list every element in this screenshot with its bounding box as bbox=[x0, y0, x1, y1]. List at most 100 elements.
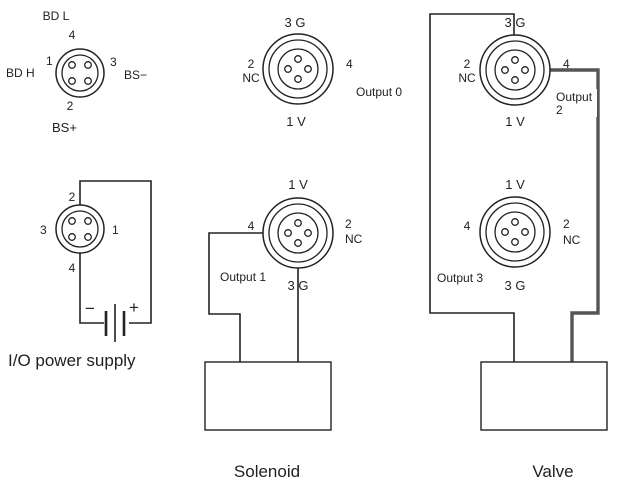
output-2-label-backdrop bbox=[553, 89, 597, 117]
output-1-bottom-pins: 3 G bbox=[288, 278, 309, 293]
solenoid-label: Solenoid bbox=[234, 462, 300, 481]
valve-wire-output-2 bbox=[429, 13, 515, 362]
solenoid-wire-left bbox=[208, 232, 287, 362]
bus-left-pin: 1 bbox=[46, 54, 53, 68]
output-1-top-pins: 1 V bbox=[288, 177, 308, 192]
output-3-right-label: NC bbox=[563, 233, 581, 247]
output-2-label-line2: 2 bbox=[556, 103, 563, 117]
bus-bottom-pin: 2 bbox=[67, 99, 74, 113]
power-left-pin: 3 bbox=[40, 223, 47, 237]
power-connector-outer-ring bbox=[55, 204, 105, 254]
power-pin-2 bbox=[68, 217, 76, 225]
bus-pin-3 bbox=[84, 61, 92, 69]
power-pin-3 bbox=[68, 233, 76, 241]
output-3-pin-1 bbox=[511, 218, 519, 226]
output-3-pin-3 bbox=[511, 238, 519, 246]
output-3-top-pins: 1 V bbox=[505, 177, 525, 192]
output-1-connector: 1 V 4 2 NC 3 G Output 1 bbox=[208, 177, 363, 362]
output-0-pin-1 bbox=[294, 75, 302, 83]
output-3-right-pin: 2 bbox=[563, 217, 570, 231]
power-supply-label: I/O power supply bbox=[8, 351, 136, 370]
output-1-pin-1 bbox=[294, 219, 302, 227]
bus-top-pin: 4 bbox=[69, 28, 76, 42]
power-pin-4 bbox=[84, 233, 92, 241]
output-0-pin-2 bbox=[284, 65, 292, 73]
output-2-inner-ring bbox=[494, 49, 536, 91]
output-3-pin-2 bbox=[521, 228, 529, 236]
output-0-pin-3 bbox=[294, 55, 302, 63]
bus-connector-inner-ring bbox=[61, 54, 99, 92]
output-0-outer-ring bbox=[262, 33, 334, 105]
power-connector: 2 3 1 4 − + I/O power supply bbox=[8, 180, 152, 370]
bus-pin-2 bbox=[84, 77, 92, 85]
output-3-inner-ring bbox=[494, 211, 536, 253]
battery-minus-label: − bbox=[85, 299, 95, 318]
battery-plus-label: + bbox=[129, 298, 139, 317]
power-wire-minus bbox=[79, 252, 104, 324]
valve-label: Valve bbox=[532, 462, 573, 481]
power-pin-1 bbox=[84, 217, 92, 225]
solenoid-box bbox=[204, 361, 332, 431]
output-2-top-pins: 3 G bbox=[505, 15, 526, 30]
output-0-pin-4 bbox=[304, 65, 312, 73]
output-3-left-pin: 4 bbox=[464, 219, 471, 233]
bus-right-label: BS− bbox=[124, 68, 147, 82]
output-0-label: Output 0 bbox=[356, 85, 402, 99]
output-2-pin-4 bbox=[521, 66, 529, 74]
bus-bottom-label: BS+ bbox=[52, 120, 77, 135]
output-2-pin-1 bbox=[511, 76, 519, 84]
output-0-inner-ring bbox=[277, 48, 319, 90]
bus-pin-1 bbox=[68, 77, 76, 85]
output-2-pin-3 bbox=[511, 56, 519, 64]
bus-pin-4 bbox=[68, 61, 76, 69]
output-2-left-pin: 2 bbox=[464, 57, 471, 71]
output-2-pin-2 bbox=[501, 66, 509, 74]
power-top-pin: 2 bbox=[69, 190, 76, 204]
power-connector-inner-ring bbox=[61, 210, 99, 248]
output-2-label-line1: Output bbox=[556, 90, 593, 104]
bus-top-label: BD L bbox=[43, 9, 70, 23]
output-3-connector: 1 V 4 2 NC 3 G Output 3 bbox=[435, 177, 581, 293]
output-1-label: Output 1 bbox=[220, 270, 266, 284]
output-1-inner-ring bbox=[277, 212, 319, 254]
valve-box bbox=[480, 361, 608, 431]
bus-connector-outer-ring bbox=[55, 48, 105, 98]
output-1-pin-3 bbox=[294, 239, 302, 247]
output-2-right-pin: 4 bbox=[563, 57, 570, 71]
output-1-pin-4 bbox=[284, 229, 292, 237]
bus-right-pin: 3 bbox=[110, 55, 117, 69]
output-1-right-label: NC bbox=[345, 232, 363, 246]
battery-icon bbox=[104, 304, 126, 342]
output-3-label-backdrop bbox=[435, 270, 495, 286]
output-0-mid-ring bbox=[268, 39, 328, 99]
output-0-left-label: NC bbox=[242, 71, 260, 85]
output-2-bottom-pins: 1 V bbox=[505, 114, 525, 129]
output-3-outer-ring bbox=[479, 196, 551, 268]
valve-wiring bbox=[429, 13, 600, 362]
valve-wire-output-2-pin-4 bbox=[525, 68, 600, 362]
output-0-bottom-pins: 1 V bbox=[286, 114, 306, 129]
output-2-mid-ring bbox=[485, 40, 545, 100]
output-0-right-pin: 4 bbox=[346, 57, 353, 71]
output-2-left-label: NC bbox=[458, 71, 476, 85]
power-right-pin: 1 bbox=[112, 223, 119, 237]
power-bottom-pin: 4 bbox=[69, 261, 76, 275]
bus-connector: BD L 4 BD H 1 3 BS− 2 BS+ bbox=[6, 9, 147, 135]
output-2-outer-ring bbox=[479, 34, 551, 106]
output-0-left-pin: 2 bbox=[248, 57, 255, 71]
output-0-connector: 3 G 2 NC 4 1 V Output 0 bbox=[242, 15, 402, 129]
output-3-mid-ring bbox=[485, 202, 545, 262]
output-2-connector: 3 G 2 NC 4 1 V Output 2 bbox=[458, 15, 597, 129]
output-3-label: Output 3 bbox=[437, 271, 483, 285]
output-1-pin-2 bbox=[304, 229, 312, 237]
output-1-right-pin: 2 bbox=[345, 217, 352, 231]
output-3-bottom-pins: 3 G bbox=[505, 278, 526, 293]
output-1-outer-ring bbox=[262, 197, 334, 269]
output-3-pin-4 bbox=[501, 228, 509, 236]
output-1-mid-ring bbox=[268, 203, 328, 263]
bus-left-label: BD H bbox=[6, 66, 35, 80]
power-wire-plus bbox=[79, 180, 152, 324]
output-0-top-pins: 3 G bbox=[285, 15, 306, 30]
output-1-left-pin: 4 bbox=[248, 219, 255, 233]
